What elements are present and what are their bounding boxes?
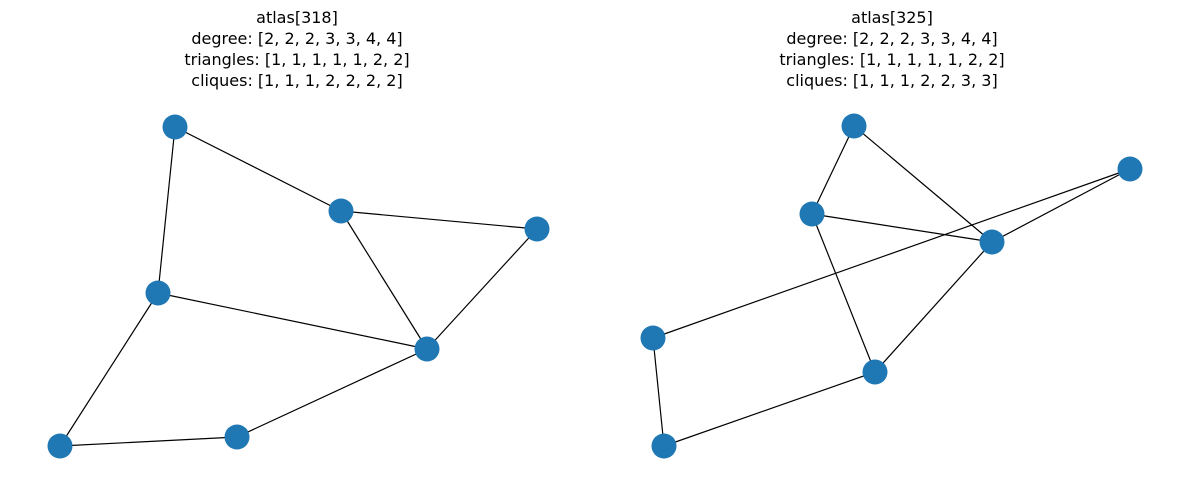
graph-panel-left: atlas[318] degree: [2, 2, 2, 3, 3, 4, 4]… <box>0 0 594 489</box>
graph-node <box>162 114 188 140</box>
degree-label-left: degree: [2, 2, 2, 3, 3, 4, 4] <box>191 29 403 48</box>
graph-edge <box>811 213 876 373</box>
cliques-label-right: cliques: [1, 1, 1, 2, 2, 3, 3] <box>786 71 998 90</box>
graph-edge <box>874 241 993 373</box>
graph-node <box>979 229 1005 255</box>
graph-edge <box>236 348 428 438</box>
triangles-label-left: triangles: [1, 1, 1, 1, 1, 2, 2] <box>184 50 410 69</box>
graph-node <box>841 113 867 139</box>
graph-drawing-right <box>640 113 1143 459</box>
graph-node <box>524 216 550 242</box>
triangles-label-right: triangles: [1, 1, 1, 1, 1, 2, 2] <box>779 50 1005 69</box>
graph-edge <box>811 125 855 215</box>
graph-node <box>224 424 250 450</box>
graph-edge <box>663 371 876 447</box>
graph-edge <box>59 436 238 447</box>
graph-edge <box>426 228 538 350</box>
graph-edge <box>174 126 342 212</box>
graph-edge <box>340 210 428 350</box>
graph-edge <box>652 337 665 447</box>
graph-node <box>862 359 888 385</box>
graph-node <box>47 433 73 459</box>
graph-panel-right: atlas[325] degree: [2, 2, 2, 3, 3, 4, 4]… <box>595 0 1189 489</box>
graph-node <box>1117 156 1143 182</box>
graph-edge <box>340 210 538 230</box>
graph-node <box>651 433 677 459</box>
graph-title-right: atlas[325] degree: [2, 2, 2, 3, 3, 4, 4]… <box>595 7 1189 91</box>
graph-edge <box>811 213 993 243</box>
graph-name-left: atlas[318] <box>256 8 338 27</box>
graph-edge <box>59 292 159 447</box>
graph-edge <box>652 168 1131 339</box>
graph-edge <box>853 125 993 243</box>
graph-drawing-left <box>47 114 550 459</box>
graph-node <box>414 336 440 362</box>
cliques-label-left: cliques: [1, 1, 1, 2, 2, 2, 2] <box>191 71 403 90</box>
graph-edge <box>157 126 176 294</box>
graph-edge <box>157 292 428 350</box>
graph-edge <box>991 168 1131 243</box>
graph-node <box>328 198 354 224</box>
graph-node <box>145 280 171 306</box>
graph-node <box>640 325 666 351</box>
graph-node <box>799 201 825 227</box>
graph-title-left: atlas[318] degree: [2, 2, 2, 3, 3, 4, 4]… <box>0 7 594 91</box>
degree-label-right: degree: [2, 2, 2, 3, 3, 4, 4] <box>786 29 998 48</box>
graph-name-right: atlas[325] <box>851 8 933 27</box>
